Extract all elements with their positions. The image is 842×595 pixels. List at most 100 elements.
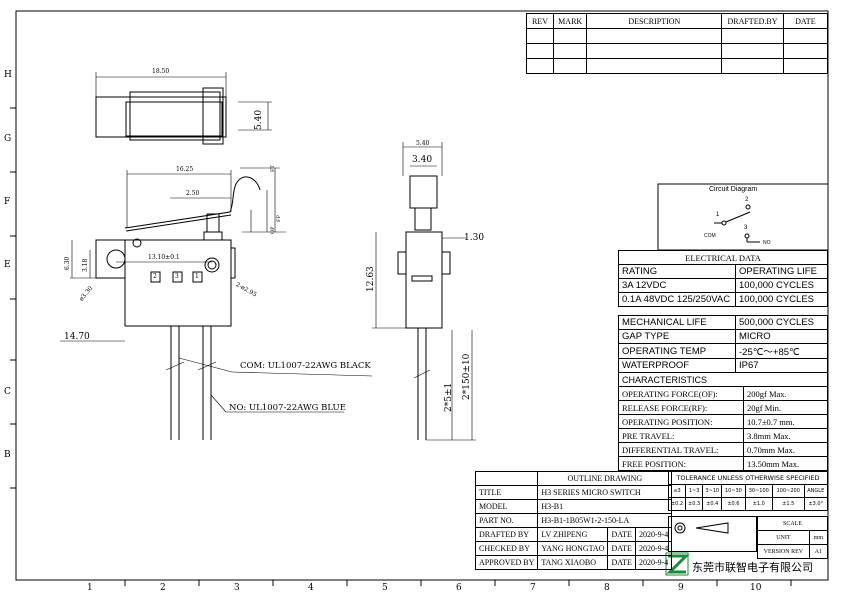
company-name: 东莞市联智电子有限公司 bbox=[692, 561, 813, 574]
characteristics-cell: PRE TRAVEL: bbox=[618, 428, 744, 443]
circuit-pin-2: 2 bbox=[745, 197, 749, 203]
dim-op: OP bbox=[270, 226, 276, 234]
mechanical-cell: MICRO bbox=[735, 329, 828, 344]
mechanical-cell: -25℃～+85℃ bbox=[735, 343, 828, 359]
electrical-cell: 0.1A 48VDC 125/250VAC bbox=[618, 292, 736, 307]
checked-by-label: CHECKED BY bbox=[474, 541, 539, 556]
electrical-cell: RATING bbox=[618, 264, 736, 279]
dim-side-width: 5.40 bbox=[416, 140, 430, 147]
dim-lever-length: 16.25 bbox=[176, 166, 194, 173]
circuit-diagram-title: Circuit Diagram bbox=[709, 186, 758, 193]
top-view bbox=[95, 72, 272, 145]
date-label: DATE bbox=[607, 541, 636, 556]
tolerance-value: ±0.4 bbox=[702, 497, 723, 511]
mechanical-cell: MECHANICAL LIFE bbox=[618, 315, 736, 330]
dim-side-height: 12.63 bbox=[366, 266, 376, 292]
tolerance-range: 30~100 bbox=[744, 484, 773, 498]
projection-circle-icon bbox=[674, 522, 686, 534]
characteristics-cell: DIFFERENTIAL TRAVEL: bbox=[618, 442, 744, 457]
tolerance-value: ±0.6 bbox=[721, 497, 746, 511]
characteristics-title: CHARACTERISTICS bbox=[618, 372, 828, 387]
projection-symbol-area bbox=[668, 516, 757, 552]
characteristics-table: CHARACTERISTICS OPERATING FORCE(OF):200g… bbox=[618, 372, 828, 471]
col-number-9: 9 bbox=[678, 583, 684, 593]
characteristics-cell: OPERATING POSITION: bbox=[618, 414, 744, 429]
date-label: DATE bbox=[607, 527, 636, 542]
dim-top-length: 18.50 bbox=[152, 68, 170, 75]
characteristics-cell: 13.50mm Max. bbox=[743, 456, 828, 471]
terminal-2: 2 bbox=[153, 273, 157, 280]
inner-frame bbox=[15, 10, 829, 581]
approved-date: 2020-9-4 bbox=[634, 555, 673, 570]
circuit-com-label: COM bbox=[704, 233, 716, 239]
unit-label: UNIT bbox=[757, 530, 810, 545]
description-header: DESCRIPTION bbox=[586, 13, 723, 29]
com-wire-label: COM: UL1007-22AWG BLACK bbox=[240, 361, 371, 371]
tolerance-value: ±1.0 bbox=[744, 497, 773, 511]
part-no-label: PART NO. bbox=[474, 513, 539, 528]
tolerance-range: ANGLE bbox=[803, 484, 829, 498]
characteristics-cell: 0.70mm Max. bbox=[743, 442, 828, 457]
dim-side-plunger: 3.40 bbox=[412, 155, 433, 165]
mechanical-cell: GAP TYPE bbox=[618, 329, 736, 344]
tolerance-value: ±3.0° bbox=[803, 497, 829, 511]
unit-value: mm bbox=[808, 530, 829, 545]
characteristics-cell: 3.8mm Max. bbox=[743, 428, 828, 443]
projection-cone-icon bbox=[695, 522, 729, 534]
outline-drawing-label: OUTLINE DRAWING bbox=[537, 471, 673, 486]
tolerance-value: ±1.5 bbox=[771, 497, 805, 511]
tolerance-value: ±0.2 bbox=[667, 497, 687, 511]
electrical-cell: 100,000 CYCLES bbox=[735, 278, 828, 293]
model-value: H3-B1 bbox=[537, 499, 673, 514]
date-label: DATE bbox=[607, 555, 636, 570]
col-number-4: 4 bbox=[308, 583, 314, 593]
circuit-diagram bbox=[657, 183, 829, 251]
tolerance-range: 1~3 bbox=[685, 484, 704, 498]
circuit-no-label: NO bbox=[763, 240, 771, 246]
title-label: TITLE bbox=[474, 485, 539, 500]
col-number-1: 1 bbox=[87, 583, 93, 593]
mechanical-cell: 500,000 CYCLES bbox=[735, 315, 828, 330]
drafted-date: 2020-9-4 bbox=[634, 527, 673, 542]
characteristics-cell: 200gf Max. bbox=[743, 386, 828, 401]
tolerance-value: ±0.3 bbox=[685, 497, 704, 511]
front-view bbox=[60, 167, 373, 440]
tolerance-table: TOLERANCE UNLESS OTHERWISE SPECIFIED ≤3 … bbox=[667, 471, 829, 511]
version-value: A1 bbox=[808, 544, 829, 559]
dim-ft: FT bbox=[270, 165, 276, 172]
terminal-3: 3 bbox=[175, 273, 179, 280]
dim-lead-length: 2*150±10 bbox=[462, 353, 472, 400]
model-label: MODEL bbox=[474, 499, 539, 514]
row-letter-b: B bbox=[4, 450, 11, 460]
characteristics-cell: RELEASE FORCE(RF): bbox=[618, 400, 744, 415]
dim-lever-inner: 2.50 bbox=[186, 190, 200, 197]
title-value: H3 SERIES MICRO SWITCH bbox=[537, 485, 673, 500]
rev-header: REV bbox=[526, 13, 554, 29]
version-label: VERSION REV bbox=[757, 544, 810, 559]
date-header: DATE bbox=[782, 13, 829, 29]
circuit-pin-3: 3 bbox=[744, 225, 748, 231]
dim-lead-strip: 2*5±1 bbox=[444, 382, 454, 412]
electrical-data-title: ELECTRICAL DATA bbox=[618, 250, 828, 265]
electrical-cell: 100,000 CYCLES bbox=[735, 292, 828, 307]
characteristics-cell: OPERATING FORCE(OF): bbox=[618, 386, 744, 401]
part-no-value: H3-B1-1B05W1-2-150-LA bbox=[537, 513, 673, 528]
electrical-cell: OPERATING LIFE bbox=[735, 264, 828, 279]
drafted-by-label: DRAFTED BY bbox=[474, 527, 539, 542]
mechanical-cell: OPERATING TEMP bbox=[618, 343, 736, 359]
dim-base-offset: 14.70 bbox=[64, 332, 90, 342]
col-number-10: 10 bbox=[750, 583, 762, 593]
col-number-3: 3 bbox=[234, 583, 240, 593]
dim-side-gap: 1.30 bbox=[464, 233, 485, 243]
dim-height-a: 6.30 bbox=[64, 256, 71, 270]
terminal-1: 1 bbox=[195, 273, 199, 280]
row-letter-e: E bbox=[4, 260, 11, 270]
drafted-by-header: DRAFTED.BY bbox=[721, 13, 784, 29]
tolerance-title: TOLERANCE UNLESS OTHERWISE SPECIFIED bbox=[668, 471, 828, 485]
checked-by-value: YANG HONGTAO bbox=[537, 541, 609, 556]
